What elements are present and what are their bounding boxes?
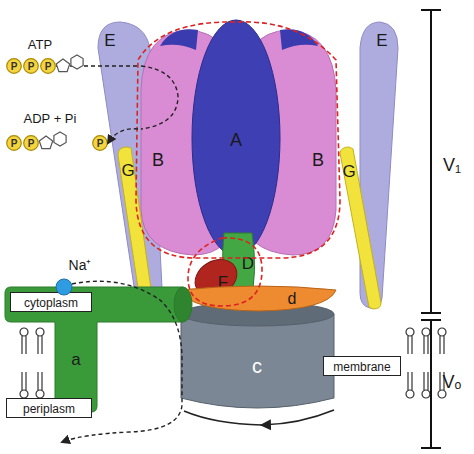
domain-label: V₁: [443, 156, 461, 174]
rotation-arrow: [184, 411, 262, 425]
region-label: membrane: [333, 361, 390, 373]
phosphate-letter: P: [45, 62, 52, 72]
shape-part: [192, 20, 280, 256]
lipid-row: [20, 372, 44, 398]
node-shape: [115, 145, 155, 311]
subunit-letter: a: [71, 351, 80, 368]
shape-part: [24, 136, 39, 151]
lipid: [406, 328, 414, 354]
subunit-letter: D: [242, 255, 254, 272]
phosphate-letter: P: [97, 139, 104, 149]
subunit-letter: G: [342, 163, 355, 180]
subunit-g: G: [335, 145, 385, 311]
phosphate-circle: P: [40, 58, 56, 74]
phosphate-letter: P: [28, 62, 35, 72]
shape-part: [181, 314, 334, 408]
phosphate-letter: P: [11, 62, 18, 72]
shape-part: [56, 279, 72, 295]
lipid-row: [406, 372, 446, 398]
phosphate-circle: P: [92, 135, 108, 151]
shape-part: [241, 30, 336, 255]
shape-part: [181, 302, 334, 326]
lipid: [36, 328, 44, 354]
region-label-box: membrane: [323, 356, 401, 376]
shape-part: [7, 136, 22, 151]
lipid: [36, 372, 44, 398]
phosphate-circle: P: [6, 135, 22, 151]
shape-part: [324, 357, 401, 376]
shape-part: [93, 136, 108, 151]
shape-part: [11, 293, 92, 312]
shape-part: [7, 59, 22, 74]
subunit-letter: E: [376, 32, 387, 49]
lipid: [20, 372, 28, 398]
subunit-letter: G: [121, 162, 134, 179]
phosphate-letter: P: [11, 139, 18, 149]
subunit-c-ring: c: [180, 300, 335, 412]
subunit-g: G: [115, 145, 155, 311]
phosphate-circle: P: [6, 58, 22, 74]
subunit-letter: c: [252, 356, 262, 376]
molecule-label: ATP: [28, 38, 52, 51]
lipid: [422, 328, 430, 354]
shape-part: [340, 147, 381, 309]
subunit-letter: E: [104, 32, 115, 49]
phosphate-letter: P: [28, 139, 35, 149]
region-label: cytoplasm: [24, 297, 78, 309]
subunit-letter: B: [152, 151, 164, 169]
ion-label: Na⁺: [69, 258, 92, 272]
region-label-box: periplasm: [6, 398, 92, 418]
lipid: [406, 372, 414, 398]
region-label-box: cytoplasm: [10, 292, 92, 312]
node-shape: [178, 284, 338, 312]
subunit-letter: A: [230, 131, 242, 149]
lipid: [438, 328, 446, 354]
phosphate-circle: P: [23, 58, 39, 74]
adenosine-icon: [56, 55, 83, 72]
bracket: [421, 10, 441, 448]
subunit-d-bowl: d: [178, 284, 338, 312]
rotation-arrow: [262, 410, 334, 425]
sodium-ion: Na⁺: [52, 256, 96, 298]
subunit-letter: d: [288, 291, 297, 307]
shape-part: [7, 399, 92, 418]
shape-part: [24, 59, 39, 74]
shape-part: [118, 147, 153, 309]
subunit-a: A: [190, 18, 282, 258]
molecule-label: ADP + Pi: [24, 112, 77, 125]
shape-part: [41, 59, 56, 74]
domain-label: Vₒ: [443, 373, 462, 391]
region-label: periplasm: [23, 403, 75, 415]
subunit-letter: B: [312, 151, 324, 169]
adenosine-icon: [39, 132, 66, 149]
phosphate-circle: P: [23, 135, 39, 151]
shape-part: [174, 287, 192, 322]
lipid: [422, 372, 430, 398]
lipid: [20, 328, 28, 354]
shape-part: [5, 287, 183, 412]
